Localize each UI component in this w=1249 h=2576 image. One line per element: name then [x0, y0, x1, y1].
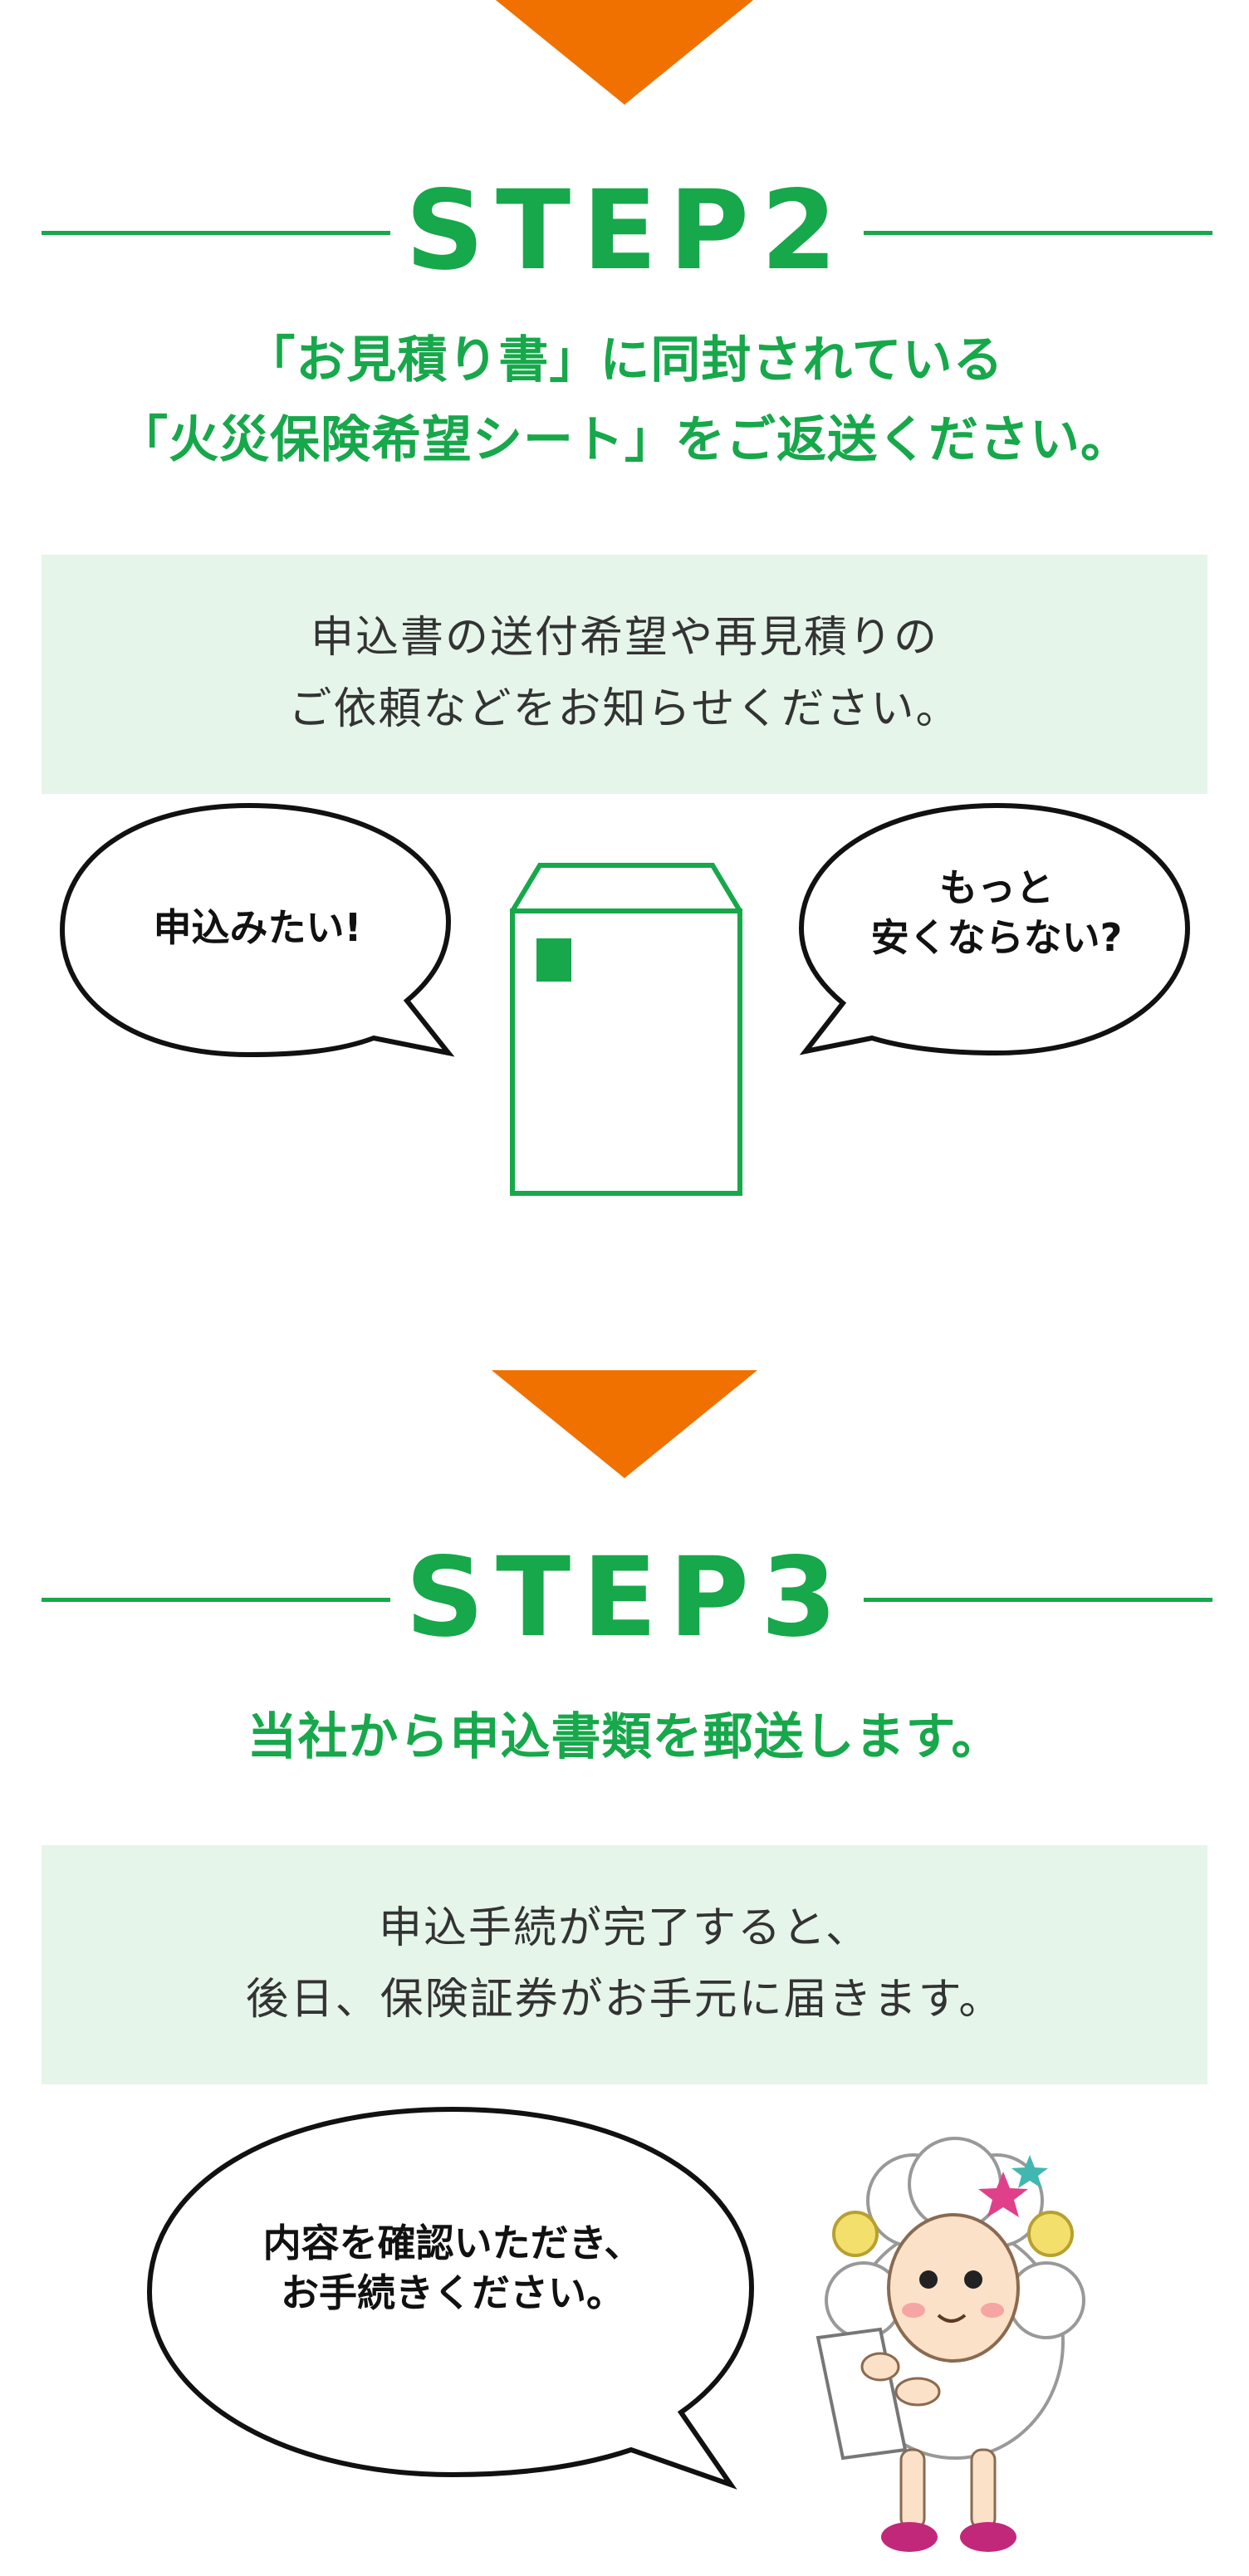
step3-title: STEP3: [405, 1534, 849, 1662]
step2-rule-right: [864, 231, 1212, 235]
bubble-right-line1: もっと: [939, 865, 1054, 910]
sheep-mascot: [816, 2137, 1085, 2552]
step3-info-line1: 申込手続が完了すると、: [379, 1903, 870, 1954]
speech-bubble-left: [59, 802, 455, 1058]
speech-bubble-right: [798, 802, 1191, 1056]
bubble-step3-text: 内容を確認いただき、 お手続きください。: [166, 2219, 739, 2319]
step2-headline-line1: 「お見積り書」に同封されている: [245, 331, 1004, 389]
bubble-right-line2: 安くならない?: [870, 914, 1123, 960]
bubble-left-text: 申込みたい!: [153, 905, 362, 950]
arrow-down-middle: [492, 1370, 757, 1478]
step3-headline: 当社から申込書類を郵送します。: [247, 1708, 1002, 1766]
arrow-down-top: [492, 0, 757, 105]
step2-rule-left: [42, 231, 390, 235]
step2-headline: 「お見積り書」に同封されている 「火災保険希望シート」をご返送ください。: [0, 321, 1249, 480]
step2-info-box: 申込書の送付希望や再見積りの ご依頼などをお知らせください。: [42, 555, 1207, 794]
step2-info-line2: ご依頼などをお知らせください。: [288, 684, 961, 734]
step3-info-box: 申込手続が完了すると、 後日、保険証券がお手元に届きます。: [42, 1845, 1207, 2084]
bubble-step3-line2: お手続きください。: [281, 2270, 624, 2315]
envelope-icon: [510, 863, 742, 1196]
step3-rule-right: [864, 1598, 1212, 1602]
step2-illustration: [59, 802, 1191, 1196]
step3-rule-left: [42, 1598, 390, 1602]
step2-title: STEP2: [405, 167, 849, 295]
step2-headline-line2: 「火災保険希望シート」をご返送ください。: [118, 411, 1131, 469]
step3-illustration: [146, 2106, 1085, 2552]
step3-info-line2: 後日、保険証券がお手元に届きます。: [245, 1975, 1004, 2025]
speech-bubble-step3: [146, 2106, 755, 2490]
step2-info-line1: 申込書の送付希望や再見積りの: [310, 613, 938, 664]
bubble-right-text: もっと 安くならない?: [810, 864, 1183, 963]
bubble-step3-line1: 内容を確認いただき、: [262, 2221, 643, 2265]
